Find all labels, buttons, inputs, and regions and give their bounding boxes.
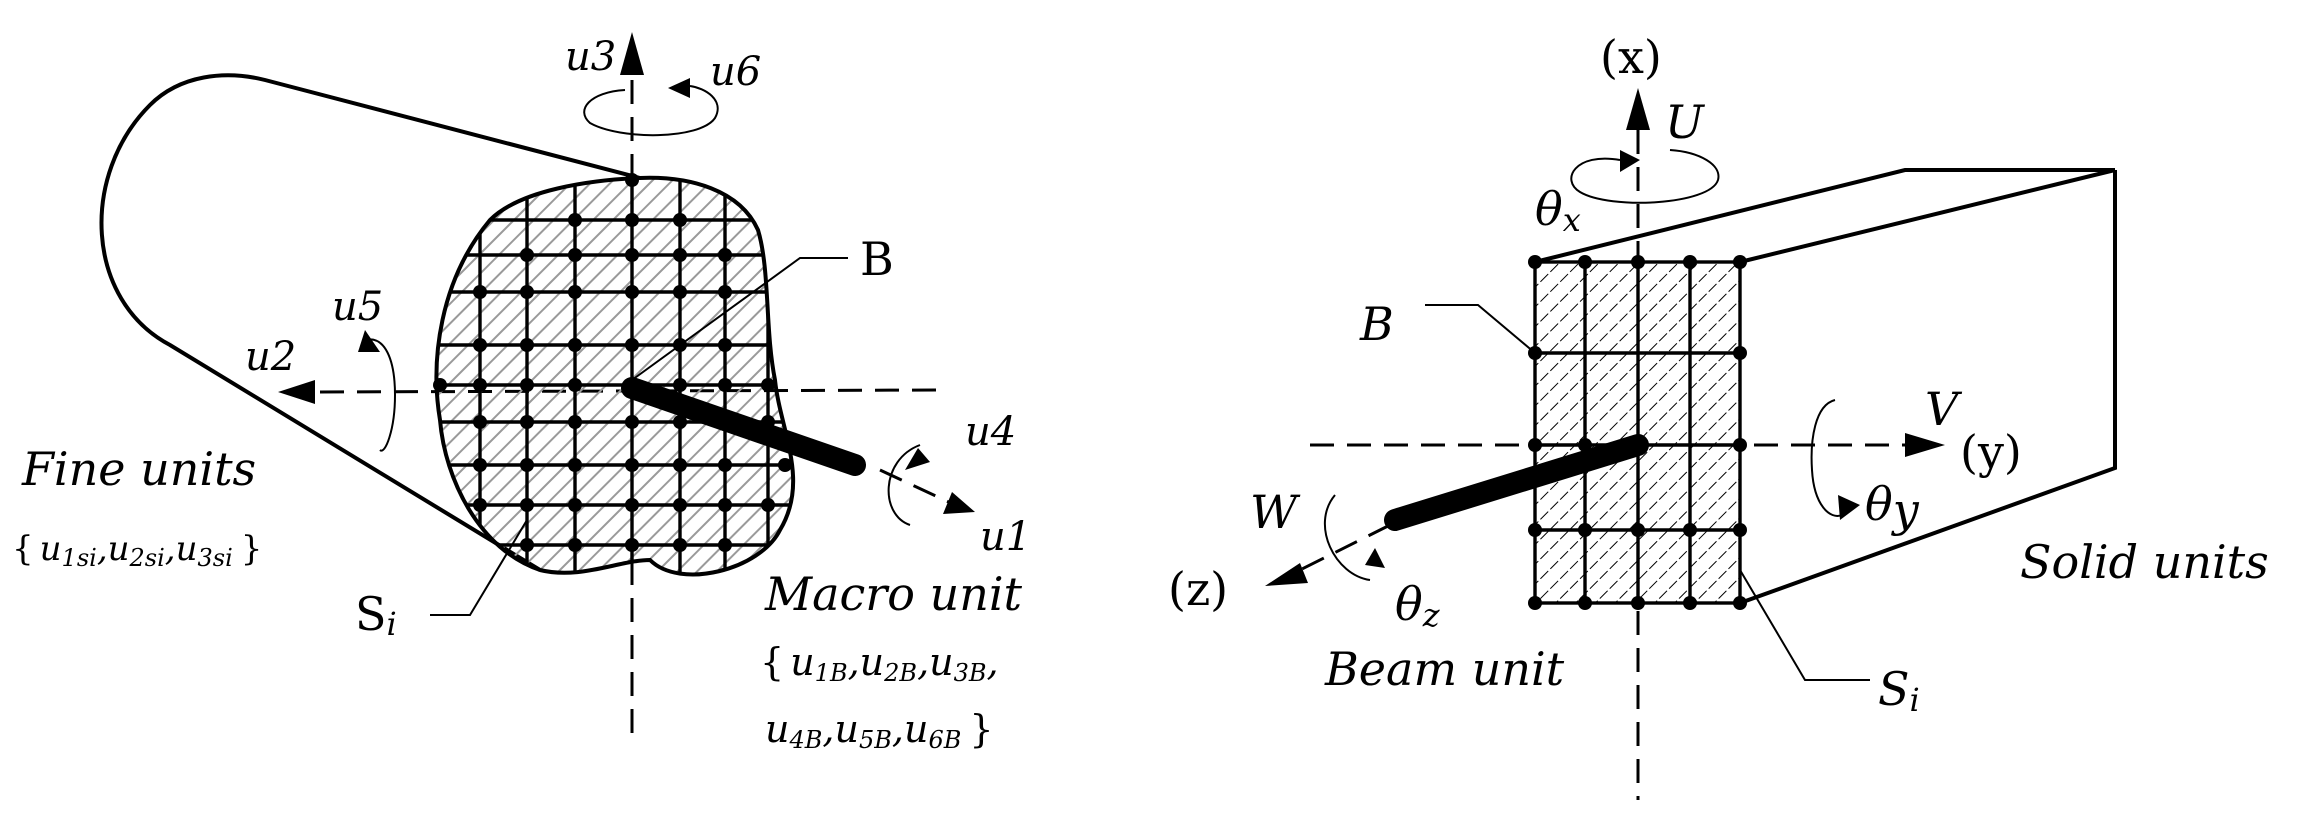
b-leader-line-right (1425, 304, 1536, 354)
u6-rotation-head (668, 78, 690, 98)
theta-z-rotation-head (1365, 548, 1385, 568)
u4-label: u4 (965, 409, 1016, 455)
s-leader-line-right (1739, 569, 1870, 681)
u2-arrow (278, 380, 315, 404)
u6-label: u6 (710, 49, 761, 95)
macro-unit-set-line2: u4B,u5B,u6B} (765, 707, 994, 754)
s-label-left: Si (355, 587, 397, 643)
u5-rotation-head (358, 330, 380, 352)
z-axis (1289, 523, 1391, 577)
macro-unit-set-line1: {u1B,u2B,u3B, (760, 640, 999, 687)
solid-units-label: Solid units (2020, 535, 2269, 589)
theta-x-label: θx (1535, 182, 1581, 239)
u4-rotation-arrow (887, 444, 921, 526)
u1-arrow (943, 492, 975, 514)
beam-element-right (1384, 434, 1649, 531)
b-label-right: B (1359, 297, 1394, 351)
y-arrow (1905, 433, 1945, 457)
u3-arrow (620, 32, 644, 75)
right-diagram: (x) U θx B V (y) θy W (z) θz Beam unit S… (1168, 30, 2269, 800)
theta-x-rotation-arrow (1570, 149, 1720, 204)
macro-unit-label: Macro unit (764, 567, 1023, 621)
y-axis-label: (y) (1960, 425, 2022, 479)
W-label: W (1250, 485, 1301, 539)
b-label-left: B (860, 232, 894, 286)
V-label: V (1925, 382, 1963, 436)
beam-unit-label: Beam unit (1324, 642, 1565, 696)
u1-label: u1 (980, 514, 1031, 560)
u5-label: u5 (332, 284, 383, 330)
solid-box-inner-edge (1739, 168, 2116, 264)
theta-y-rotation-arrow (1810, 399, 1843, 517)
beam-element (621, 377, 866, 476)
theta-x-rotation-head (1620, 150, 1640, 172)
theta-y-label: θy (1865, 477, 1920, 537)
fine-units-label: Fine units (21, 442, 256, 496)
theta-z-label: θz (1395, 577, 1441, 634)
cross-section (433, 173, 796, 577)
x-axis-label: (x) (1600, 30, 1662, 84)
cylinder-outline (99, 73, 641, 572)
left-diagram: u3 u6 u5 u2 u4 u1 B Si Fine units {u1si,… (12, 32, 1031, 754)
u3-label: u3 (565, 34, 616, 80)
section-nodes (433, 173, 792, 552)
u1-axis (879, 468, 956, 507)
s-label-right: Si (1878, 662, 1920, 719)
u4-rotation-head (905, 448, 930, 470)
U-label: U (1665, 95, 1706, 149)
section-outline (434, 175, 796, 577)
u5-rotation-arrow (364, 338, 397, 452)
z-arrow (1265, 563, 1308, 586)
solid-box-right-edge (1739, 170, 2117, 605)
fine-units-set: {u1si,u2si,u3si} (12, 529, 262, 572)
z-axis-label: (z) (1168, 562, 1228, 616)
u6-rotation-arrow (583, 85, 719, 137)
u2-label: u2 (245, 334, 296, 380)
x-arrow (1626, 88, 1650, 130)
theta-y-rotation-head (1838, 495, 1860, 520)
b-leader-line (631, 257, 848, 381)
solid-box-top-edge (1534, 168, 2115, 264)
section-fill (436, 177, 794, 575)
theta-z-rotation-arrow (1324, 494, 1371, 581)
s-leader-line (430, 519, 528, 616)
